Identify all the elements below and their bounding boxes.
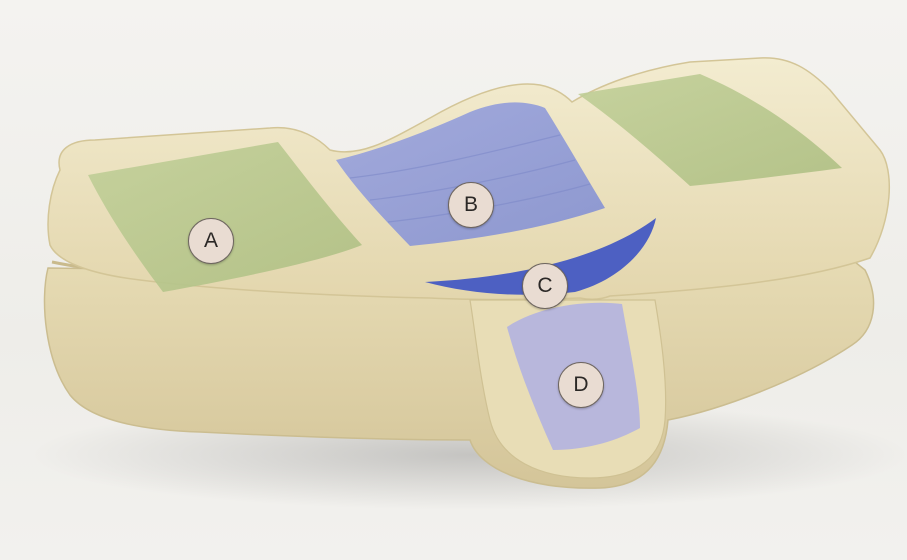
zone-c-label: C <box>522 263 568 309</box>
zone-d-label: D <box>558 362 604 408</box>
zone-a-label: A <box>188 218 234 264</box>
zone-b-label: B <box>448 182 494 228</box>
